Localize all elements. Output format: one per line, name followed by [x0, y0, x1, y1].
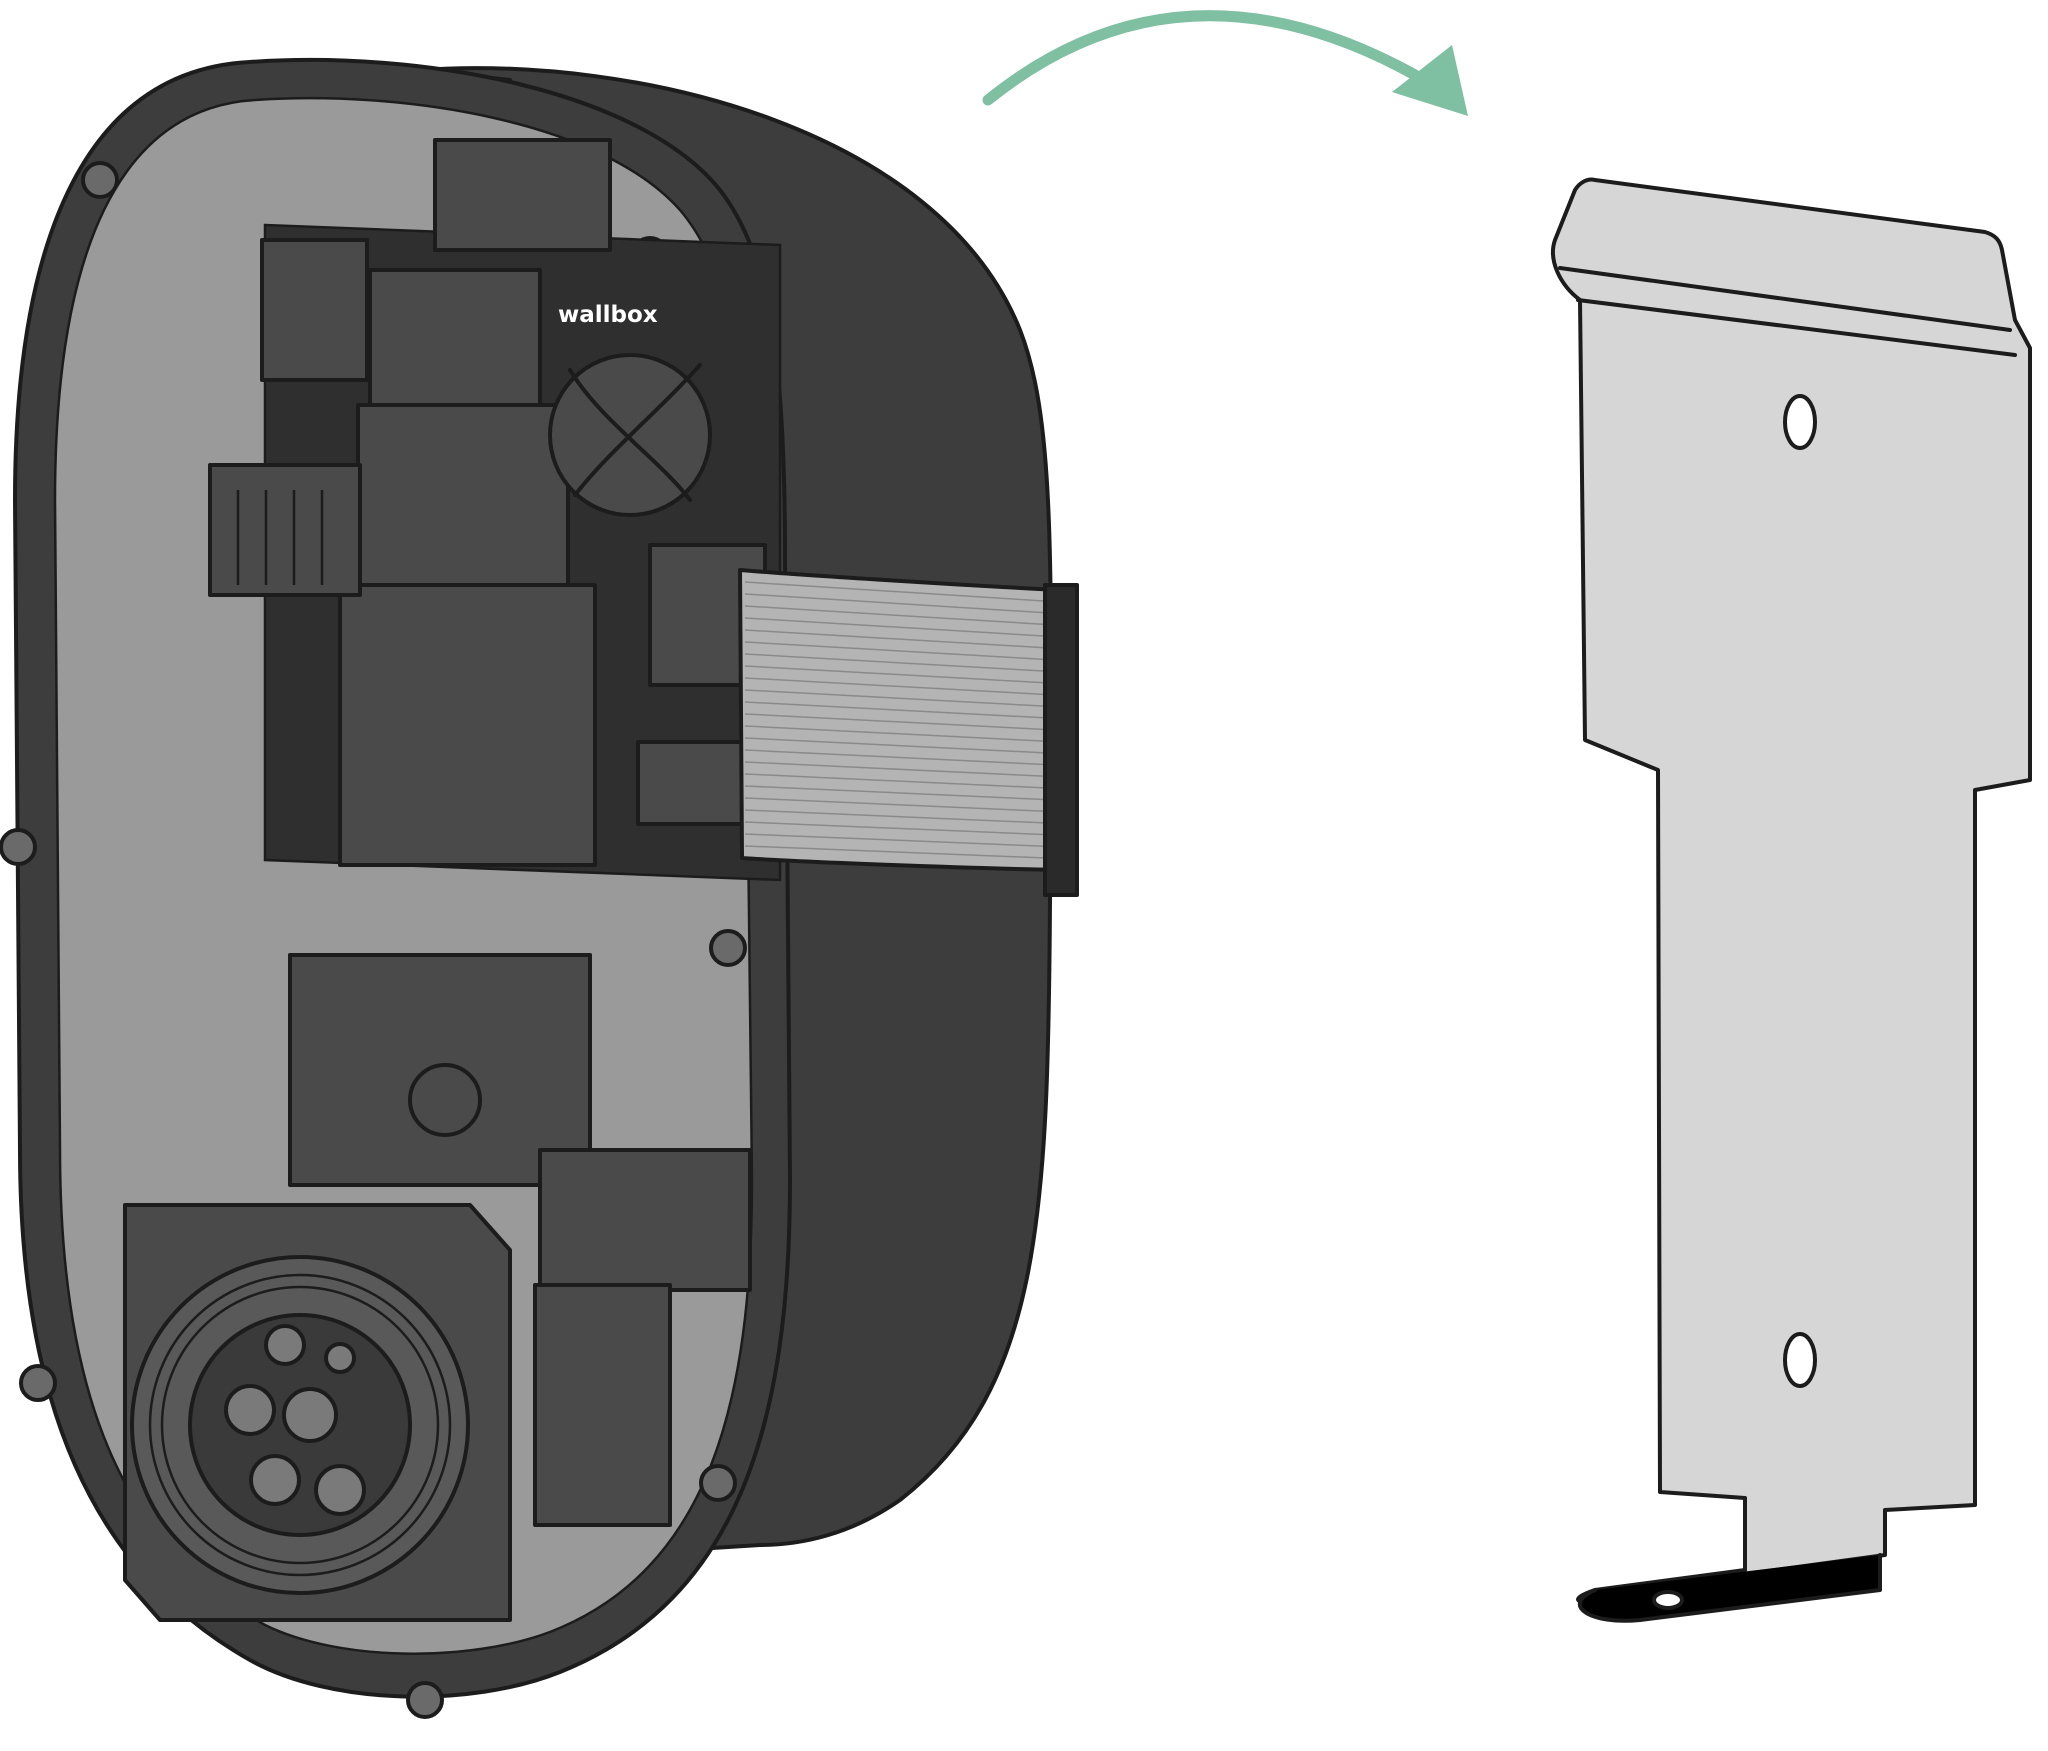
- bracket-foot-hole: [1652, 1590, 1684, 1610]
- ribbon-wire: [744, 593, 1056, 615]
- bracket-hole-top: [1783, 394, 1817, 450]
- ribbon-wire: [744, 629, 1056, 650]
- curved-arrow-icon: [982, 10, 1468, 116]
- ribbon-wire: [744, 689, 1056, 708]
- ribbon-wire: [744, 785, 1056, 801]
- arrow-head: [1392, 45, 1468, 116]
- sensor-cross: [568, 363, 702, 502]
- lower-assembly: [288, 953, 752, 1527]
- ribbon-connector: [1043, 583, 1079, 897]
- ribbon-wire: [744, 821, 1056, 836]
- arrow-shaft: [982, 10, 1421, 106]
- ribbon-wire: [744, 701, 1056, 720]
- ribbon-wire: [744, 665, 1056, 685]
- bracket-plate: [1551, 177, 2032, 1610]
- ribbon-wire: [744, 725, 1056, 743]
- ribbon-wire: [744, 797, 1056, 813]
- wallbox-logo: wallbox: [558, 302, 658, 328]
- ribbon-wire: [744, 737, 1056, 755]
- wallbox-charger: wallbox: [0, 57, 1079, 1719]
- ribbon-wire: [744, 605, 1056, 626]
- ribbon-wire: [744, 617, 1056, 638]
- ribbon-wire: [744, 833, 1056, 848]
- ribbon-cable: [738, 568, 1079, 897]
- ribbon-wire: [744, 641, 1056, 661]
- terminal-slots: [236, 490, 324, 585]
- ribbon-wire: [744, 749, 1056, 766]
- mounting-bracket: [1551, 177, 2032, 1623]
- bracket-hole-bottom: [1783, 1332, 1817, 1388]
- ribbon-wire: [744, 581, 1056, 603]
- ribbon-wire: [744, 713, 1056, 731]
- ribbon-wire: [744, 761, 1056, 778]
- bracket-top-fold: [1558, 266, 2017, 357]
- board-components: [208, 138, 767, 867]
- ribbon-wires: [744, 581, 1056, 860]
- ribbon-wire: [744, 809, 1056, 825]
- ribbon-wire: [744, 773, 1056, 790]
- ribbon-wire: [744, 653, 1056, 673]
- ribbon-wire: [744, 677, 1056, 696]
- socket-pins: [224, 1324, 366, 1516]
- charging-socket: [123, 1203, 512, 1622]
- ribbon-wire: [744, 845, 1056, 860]
- bracket-foot: [1578, 1553, 1882, 1623]
